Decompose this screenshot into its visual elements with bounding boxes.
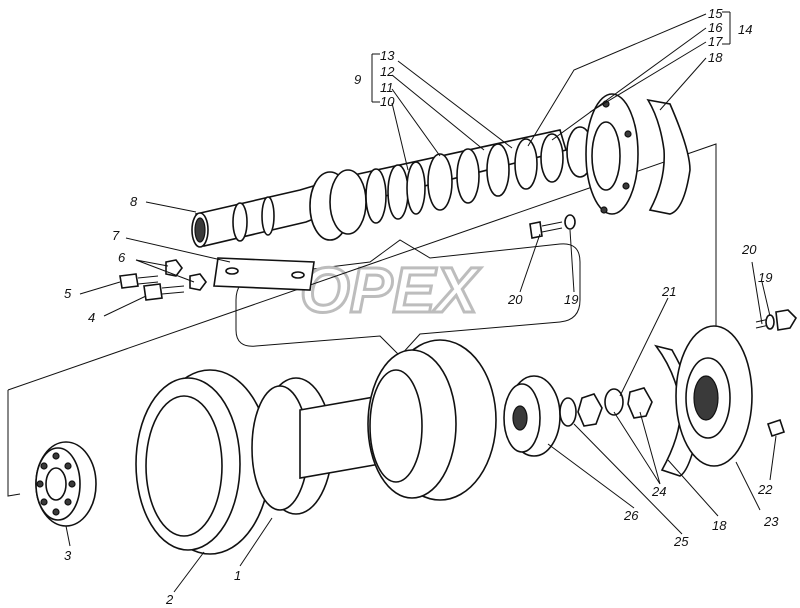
bolt-set-middle [529,214,576,239]
callout-19-middle: 19 [564,292,578,307]
callout-15: 15 [708,6,723,21]
callout-1: 1 [234,568,241,583]
callout-23: 23 [763,514,779,529]
callout-18-bottom: 18 [712,518,727,533]
callout-labels: 8 7 6 5 4 9 13 12 11 10 15 16 17 18 14 2… [64,6,779,607]
callout-9: 9 [354,72,361,87]
callout-16: 16 [708,20,723,35]
watermark-text: OPEX [300,254,481,326]
bolt-set-right [755,309,798,331]
callout-3: 3 [64,548,72,563]
callout-7: 7 [112,228,120,243]
bearing-part [35,441,97,527]
callout-21: 21 [661,284,676,299]
callout-10: 10 [380,94,395,109]
plate-part [213,257,315,291]
spool-part [251,339,497,515]
washer-set [559,387,653,427]
callout-22: 22 [757,482,773,497]
callout-18-top: 18 [708,50,723,65]
callout-11: 11 [380,80,394,95]
plug-part [766,418,786,438]
callout-25: 25 [673,534,689,549]
callout-20-middle: 20 [507,292,523,307]
callout-19-right: 19 [758,270,772,285]
callout-20-right: 20 [741,242,757,257]
leader-lines [65,11,777,593]
callout-12: 12 [380,64,395,79]
bolt-set-left [119,259,207,301]
shaft-assembly [191,93,691,248]
cover-part [675,325,753,467]
watermark-logo: OPEX [235,239,581,357]
outer-ring-part [135,369,271,555]
callout-2: 2 [165,592,174,607]
callout-13: 13 [380,48,395,63]
callout-26: 26 [623,508,639,523]
callout-24: 24 [651,484,666,499]
callout-14: 14 [738,22,752,37]
callout-5: 5 [64,286,72,301]
small-bearing-part [503,375,561,457]
callout-17: 17 [708,34,723,49]
callout-4: 4 [88,310,95,325]
callout-6: 6 [118,250,126,265]
guide-lines [7,143,717,497]
callout-8: 8 [130,194,138,209]
